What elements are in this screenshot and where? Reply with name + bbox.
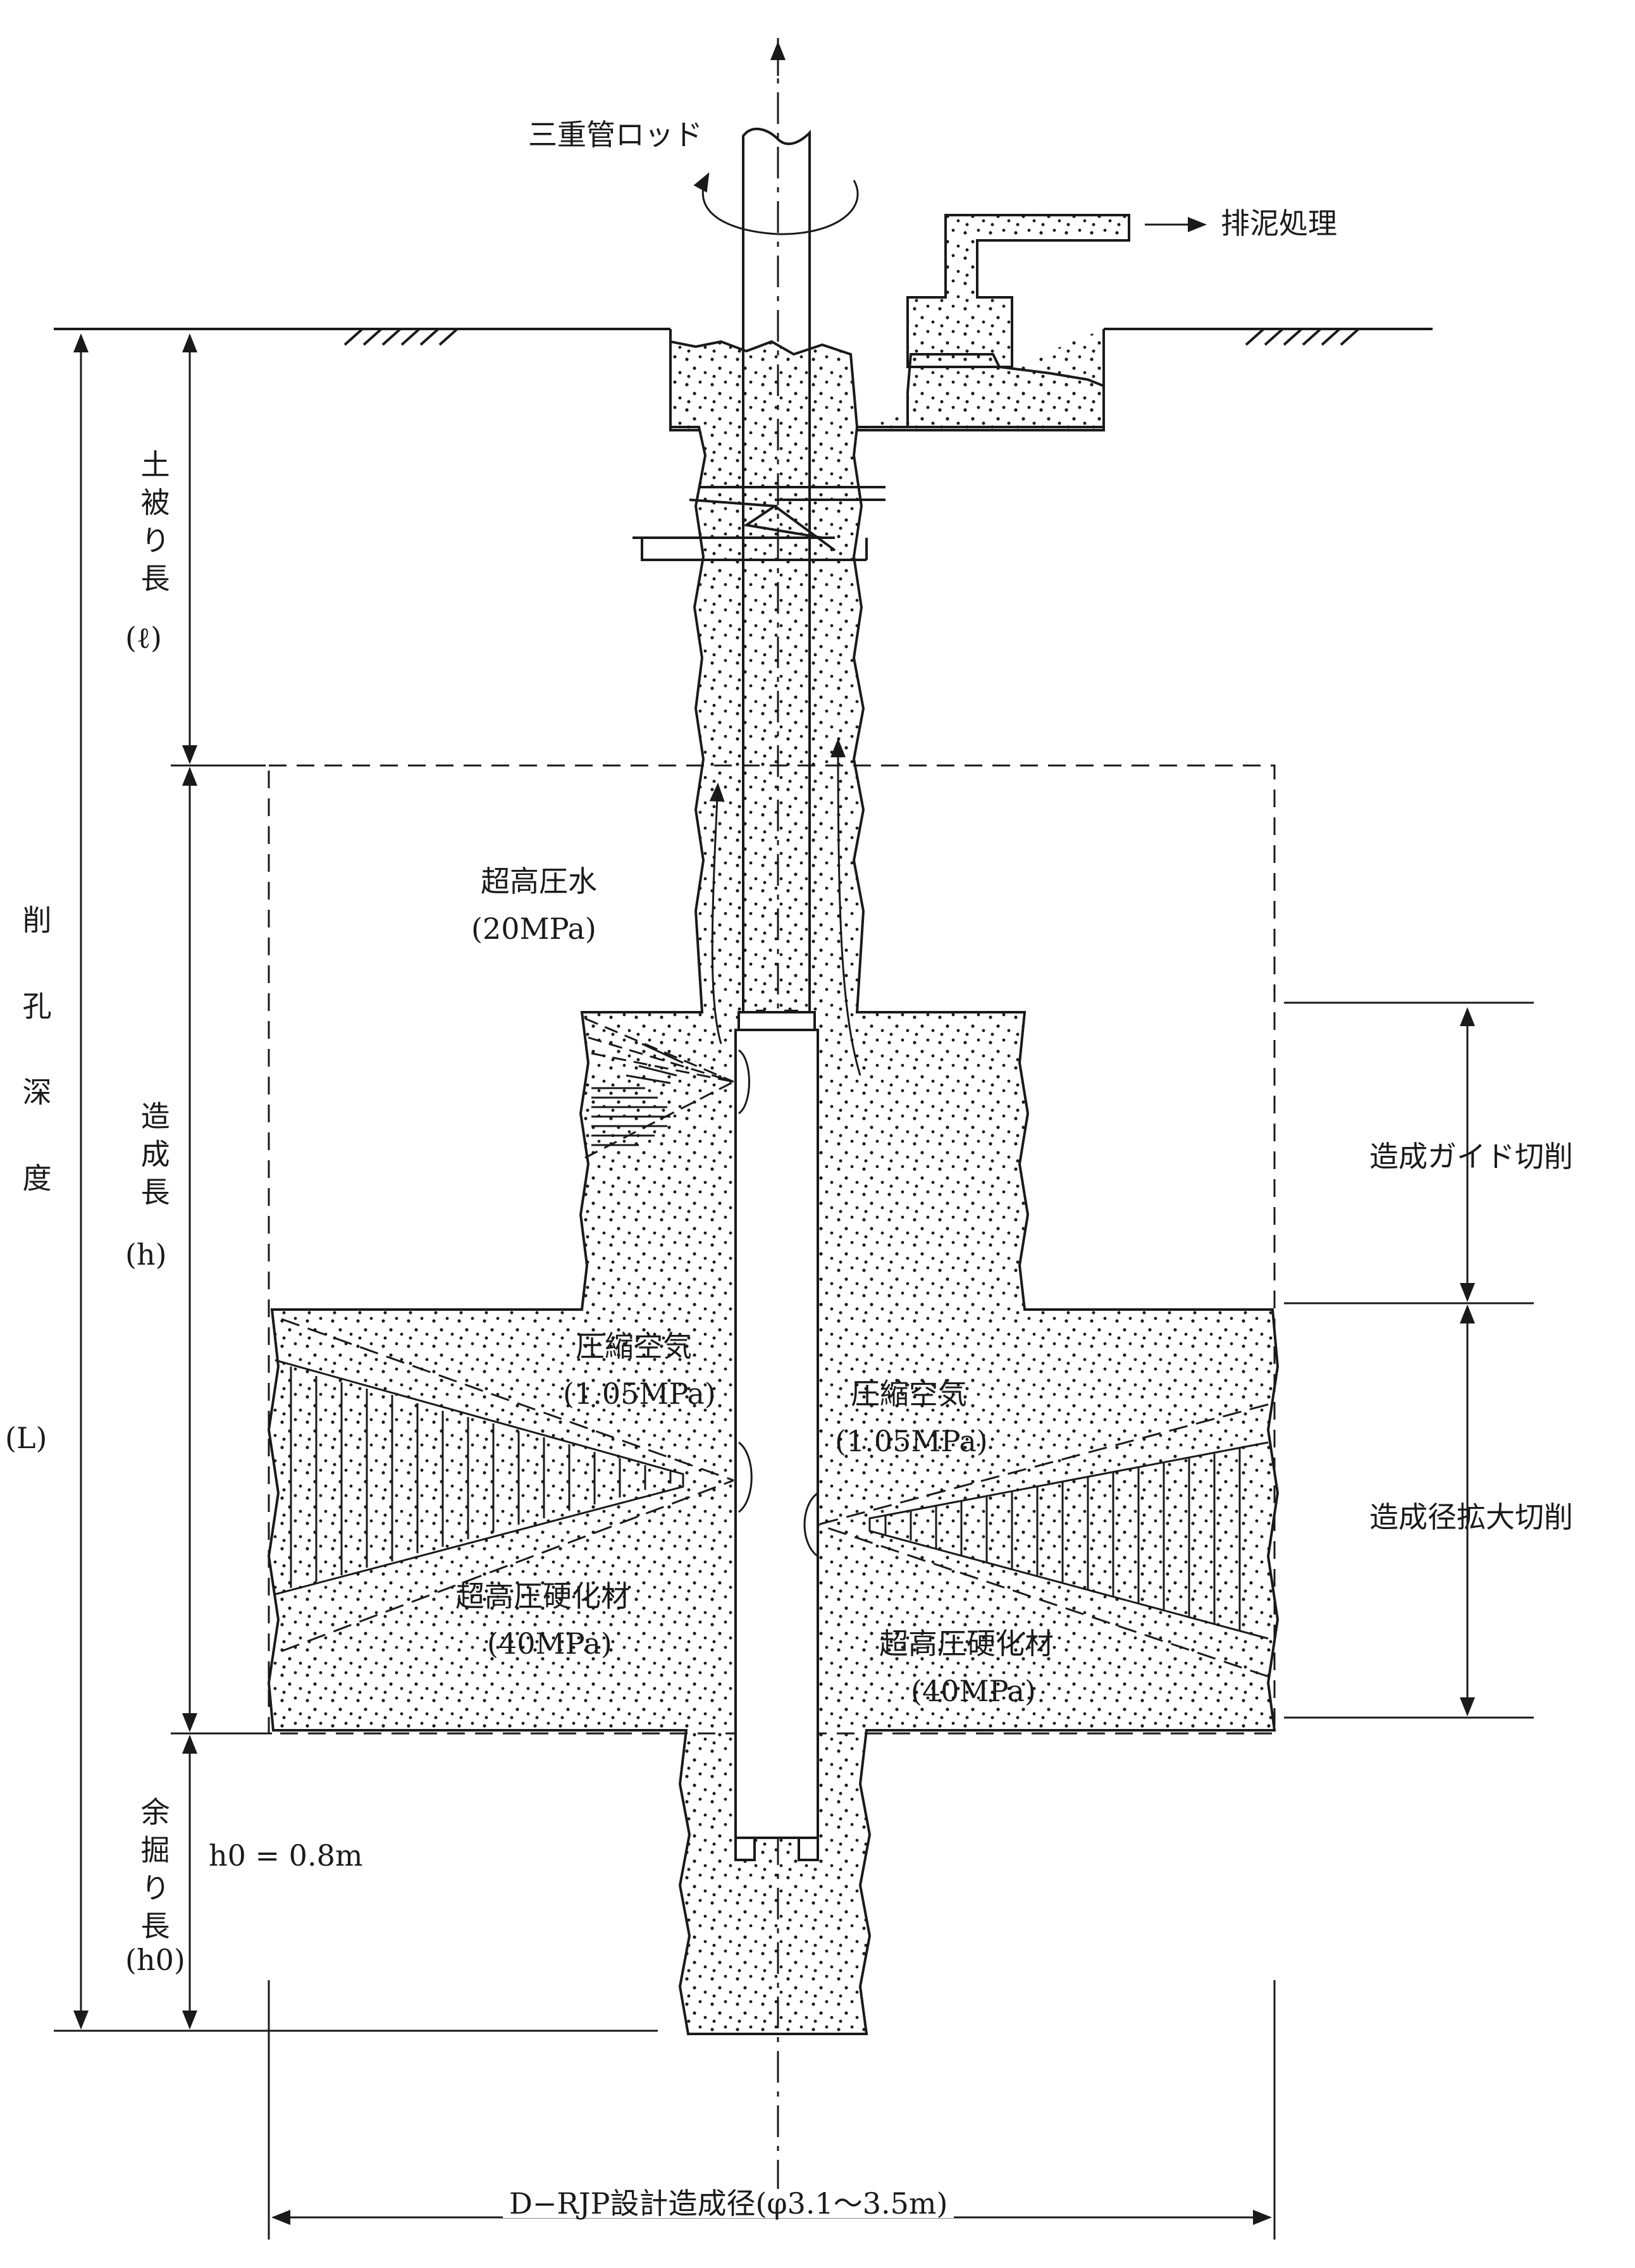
drill-depth-symbol: (L) [5,1421,47,1455]
h0-value: h0 = 0.8m [209,1838,363,1873]
triple-tube-rod [734,127,819,1861]
water-pressure: (20MPa) [471,912,596,946]
upflow-arrows [709,738,861,1076]
air-label-left: 圧縮空気 [576,1329,692,1363]
air-pressure-left: (1.05MPa) [563,1377,716,1411]
rod-label: 三重管ロッド [528,118,703,152]
mud-discharge-pit [669,214,1130,431]
mud-label: 排泥処理 [1221,206,1337,240]
cover-length-symbol: (ℓ) [125,621,162,655]
guide-cut-jet [584,1017,750,1159]
ground-surface [54,328,1433,346]
hardener-label-left: 超高圧硬化材 [455,1579,630,1613]
water-label: 超高圧水 [481,864,597,898]
break-symbol [632,486,885,561]
cover-length-label: 土被り長 [136,449,171,601]
build-length-label: 造成長 [136,1101,171,1215]
air-label-right: 圧縮空気 [851,1377,967,1411]
rotation-arrow [693,172,859,235]
hardener-jet-right [803,1403,1269,1678]
build-length-symbol: (h) [125,1237,167,1272]
guide-cut-label: 造成ガイド切削 [1369,1139,1573,1174]
enlarge-cut-label: 造成径拡大切削 [1369,1500,1573,1534]
air-pressure-right: (1.05MPa) [835,1424,988,1458]
hardener-jet-left [275,1318,753,1652]
hardener-label-right: 超高圧硬化材 [879,1627,1054,1661]
design-diameter-label: D−RJP設計造成径(φ3.1〜3.5m) [503,2189,954,2218]
hardener-pressure-left: (40MPa) [487,1627,612,1661]
extra-length-symbol: (h0) [125,1943,185,1977]
drill-depth-label: 削孔深度 [18,905,52,1249]
extra-length-label: 余掘り長 [136,1797,171,1949]
hardener-pressure-right: (40MPa) [911,1674,1036,1708]
